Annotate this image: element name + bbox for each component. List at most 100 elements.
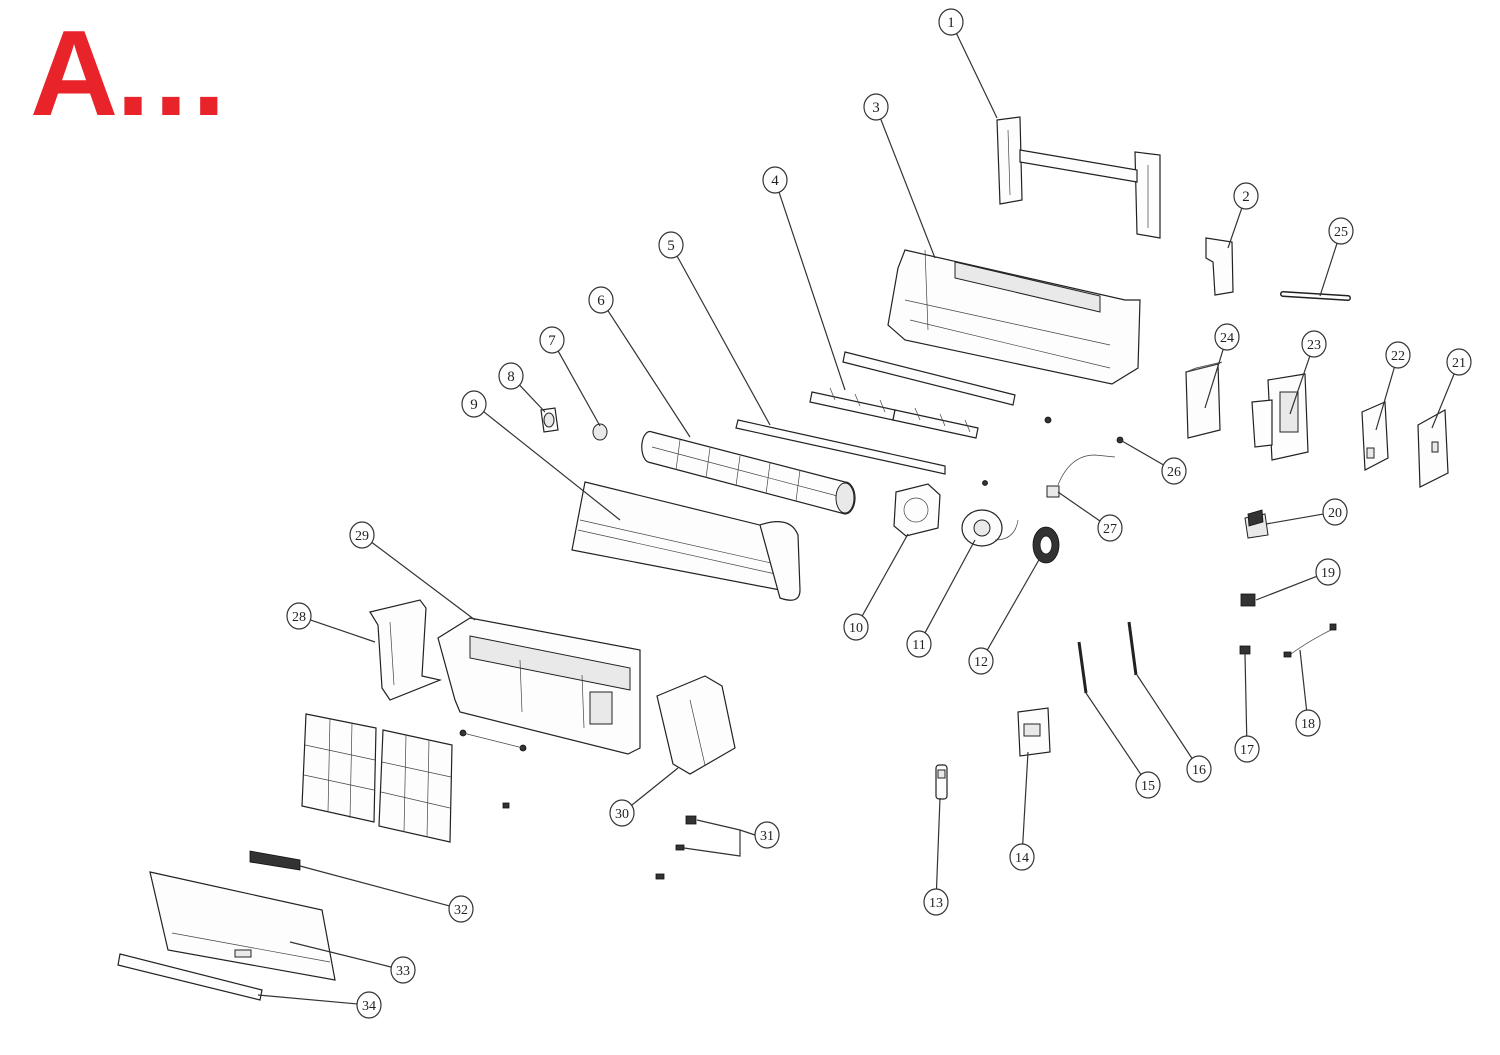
part-3-chassis xyxy=(887,249,1141,385)
part-30-side-panel-right xyxy=(656,675,736,775)
callout-33: 33 xyxy=(289,941,416,984)
brand-heading: A... xyxy=(30,12,230,134)
callout-number-1: 1 xyxy=(947,15,955,31)
leader-line-7 xyxy=(557,350,601,427)
leader-line-16 xyxy=(1136,674,1193,760)
callout-circle-24 xyxy=(1214,323,1240,351)
callout-7: 7 xyxy=(539,326,601,427)
parts-layer xyxy=(117,116,1449,1001)
callout-circle-32 xyxy=(448,895,474,923)
part-14-wall-controller xyxy=(1017,707,1051,757)
callout-circle-18 xyxy=(1295,709,1321,737)
callout-16: 16 xyxy=(1136,674,1212,783)
callout-number-19: 19 xyxy=(1321,566,1335,581)
part-33-front-panel xyxy=(149,871,336,981)
callout-circle-30 xyxy=(609,799,635,827)
callout-number-2: 2 xyxy=(1242,189,1250,205)
leader-line-25 xyxy=(1319,242,1338,297)
callout-15: 15 xyxy=(1085,692,1161,799)
callout-circle-15 xyxy=(1135,771,1161,799)
callout-1: 1 xyxy=(938,8,998,119)
callout-circle-29 xyxy=(349,521,375,549)
callout-circle-8 xyxy=(498,362,524,390)
callout-number-22: 22 xyxy=(1391,349,1405,364)
callout-circle-17 xyxy=(1234,735,1260,763)
callout-number-18: 18 xyxy=(1301,717,1315,732)
callout-29: 29 xyxy=(349,521,476,621)
callout-circle-26 xyxy=(1161,457,1187,485)
part-12-motor-cover xyxy=(1032,526,1060,564)
part-24-box-cover xyxy=(1185,361,1223,439)
leader-line-9 xyxy=(483,410,621,521)
callout-number-27: 27 xyxy=(1103,522,1117,537)
callout-circle-19 xyxy=(1315,558,1341,586)
part-7-bearing xyxy=(592,423,608,441)
part-15-sensor xyxy=(1077,641,1088,694)
leader-line-15 xyxy=(1085,692,1142,776)
leader-line-23 xyxy=(1289,355,1311,415)
callout-circle-12 xyxy=(968,647,994,675)
callout-circle-9 xyxy=(461,390,487,418)
callout-circle-20 xyxy=(1322,498,1348,526)
leader-line-29 xyxy=(371,541,476,621)
part-9-evaporator xyxy=(571,481,801,601)
callout-17: 17 xyxy=(1234,653,1260,763)
leader-line-3 xyxy=(879,117,936,259)
leader-line-21 xyxy=(1431,372,1456,429)
leader-line-19 xyxy=(1255,575,1318,601)
part-4-louvers xyxy=(809,351,1016,439)
callout-number-5: 5 xyxy=(667,238,675,254)
callout-11: 11 xyxy=(906,539,976,658)
part-10-motor-bracket xyxy=(893,483,941,537)
callout-13: 13 xyxy=(923,797,949,916)
callout-circle-7 xyxy=(539,326,565,354)
part-22-pcb xyxy=(1361,401,1389,471)
leader-line-12 xyxy=(986,557,1041,651)
callout-30: 30 xyxy=(609,767,679,827)
part-20-terminal xyxy=(1244,509,1269,539)
callout-2: 2 xyxy=(1227,182,1259,249)
callout-9: 9 xyxy=(461,390,621,521)
callout-circle-11 xyxy=(906,630,932,658)
part-18-power-cord xyxy=(1283,623,1337,658)
callout-circle-16 xyxy=(1186,755,1212,783)
leader-line-31a xyxy=(696,819,756,836)
callout-12: 12 xyxy=(968,557,1041,675)
part-6-cross-flow-fan xyxy=(641,430,856,515)
callout-circle-33 xyxy=(390,956,416,984)
callout-27: 27 xyxy=(1057,491,1123,542)
part-32-display-board xyxy=(249,850,301,871)
callout-3: 3 xyxy=(863,93,936,259)
callout-32: 32 xyxy=(299,865,474,923)
callout-31: 31 xyxy=(683,819,780,857)
leader-line-34 xyxy=(257,994,358,1005)
part-11-fan-motor xyxy=(961,509,1019,547)
callout-number-12: 12 xyxy=(974,655,988,670)
callout-22: 22 xyxy=(1375,341,1411,431)
callout-number-13: 13 xyxy=(929,896,943,911)
leader-line-28 xyxy=(310,619,376,643)
part-19-relay xyxy=(1240,593,1256,607)
part-8-bearing-holder xyxy=(540,407,559,433)
callout-circle-21 xyxy=(1446,348,1472,376)
callout-circle-31 xyxy=(754,821,780,849)
part-25-drain-pipe xyxy=(1280,291,1351,301)
callout-circle-2 xyxy=(1233,182,1259,210)
callout-number-16: 16 xyxy=(1192,763,1206,778)
callout-number-3: 3 xyxy=(872,100,880,116)
callout-number-8: 8 xyxy=(507,369,515,385)
part-26-sensor xyxy=(982,416,1124,486)
callout-number-10: 10 xyxy=(849,621,863,636)
callout-number-17: 17 xyxy=(1240,743,1254,758)
callout-circle-10 xyxy=(843,613,869,641)
part-27-stepping-motor xyxy=(1046,485,1060,498)
callout-4: 4 xyxy=(762,166,846,391)
callout-19: 19 xyxy=(1255,558,1341,601)
leader-line-17 xyxy=(1244,653,1248,738)
callout-23: 23 xyxy=(1289,330,1327,415)
leader-line-1 xyxy=(955,32,998,119)
callout-number-28: 28 xyxy=(292,610,306,625)
leader-line-31b xyxy=(683,830,741,857)
leader-line-8 xyxy=(518,384,546,413)
